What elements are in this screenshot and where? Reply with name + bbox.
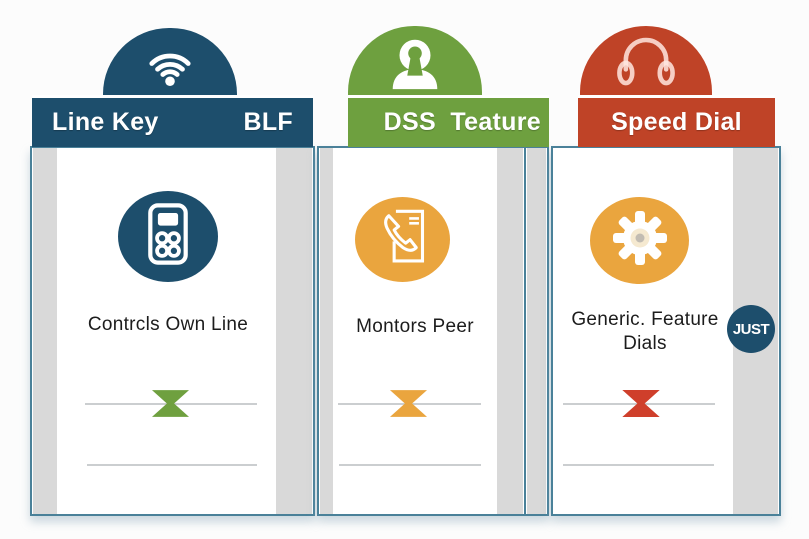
outer-pillar (527, 148, 546, 514)
dss-header-label: DSS Teature (383, 108, 541, 136)
speed-dial-header: Speed Dial (578, 95, 775, 147)
wifi-icon (139, 41, 201, 87)
gear-icon (610, 208, 670, 273)
line-key-dome (103, 28, 237, 100)
person-keyhole-icon (384, 34, 446, 90)
line-key-caption: Contrcls Own Line (87, 314, 249, 335)
keypad-icon (144, 202, 192, 271)
dss-circle (355, 197, 450, 282)
speed-dial-caption-line2: Dials (623, 333, 667, 354)
divider-line (87, 464, 257, 466)
dss-caption: Montors Peer (356, 316, 474, 337)
dss-dome (348, 26, 482, 98)
left-pillar (320, 148, 333, 514)
speed-dial-caption: Generic. Feature Dials (557, 308, 733, 356)
line-key-header-label: Line Key (52, 108, 159, 136)
inner-divider (524, 148, 526, 514)
divider-line (339, 464, 481, 466)
headphones-icon (613, 35, 679, 89)
divider-line (563, 464, 714, 466)
blf-header-label: BLF (243, 108, 293, 136)
just-badge: JUST (727, 305, 775, 353)
hourglass-icon (390, 390, 427, 422)
dss-header: DSS Teature (348, 95, 549, 147)
speed-dial-circle (590, 197, 689, 284)
right-pillar (276, 148, 312, 514)
hourglass-icon (152, 390, 189, 422)
hourglass-icon (622, 390, 660, 422)
speed-dial-dome (580, 26, 712, 98)
right-pillar (497, 148, 523, 514)
left-pillar (33, 148, 57, 514)
speed-dial-caption-line1: Generic. Feature (571, 309, 719, 330)
line-key-circle (118, 191, 218, 282)
speed-dial-header-label: Speed Dial (611, 108, 742, 136)
phone-document-icon (376, 206, 430, 273)
line-key-header: Line Key BLF (32, 95, 313, 147)
